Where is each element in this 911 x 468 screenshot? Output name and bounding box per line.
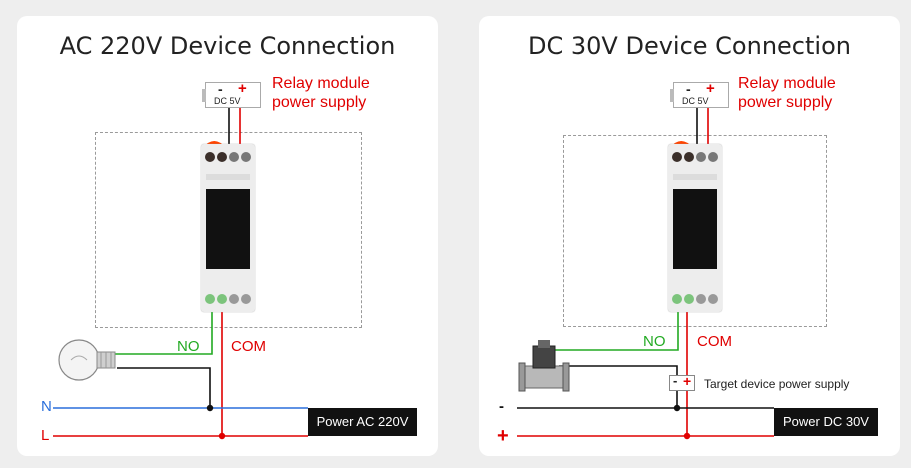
minus-label: - — [499, 398, 504, 415]
light-bulb-icon — [58, 339, 116, 381]
no-label: NO — [643, 333, 666, 350]
com-label: COM — [231, 338, 266, 355]
n-label: N — [41, 398, 52, 415]
psu-minus-sign: - — [218, 81, 223, 97]
terminal-top-2 — [217, 152, 227, 162]
plus-junction — [683, 432, 691, 440]
module-rail-clip-top — [673, 174, 717, 180]
module-front-panel — [673, 189, 717, 269]
ac-connection-panel: AC 220V Device Connection - + — [17, 16, 438, 456]
dc-5v-power-supply: - + DC 5V — [202, 80, 261, 108]
terminal-bottom-3 — [696, 294, 706, 304]
psu-minus-sign: - — [686, 81, 691, 97]
no-label: NO — [177, 338, 200, 355]
solenoid-valve-icon — [518, 340, 570, 392]
relay-module — [201, 144, 255, 312]
power-source-box: Power AC 220V — [308, 408, 417, 436]
l-label: L — [41, 427, 50, 444]
minus-junction — [673, 404, 681, 412]
terminal-top-4 — [708, 152, 718, 162]
no-wire — [106, 306, 213, 364]
target-plus-sign: + — [683, 373, 692, 389]
psu-plus-sign: + — [706, 80, 715, 97]
relay-module — [668, 144, 722, 312]
terminal-bottom-4 — [708, 294, 718, 304]
device-return-wire — [559, 365, 678, 408]
terminal-bottom-1 — [672, 294, 682, 304]
terminal-top-2 — [684, 152, 694, 162]
plus-label: + — [497, 425, 509, 447]
relay-supply-line-2: power supply — [272, 94, 367, 111]
module-rail-clip-top — [206, 174, 250, 180]
psu-label: DC 5V — [214, 96, 241, 106]
psu-cap — [202, 89, 206, 102]
dc-5v-power-supply: - + DC 5V — [670, 80, 729, 108]
terminal-bottom-4 — [241, 294, 251, 304]
relay-supply-label: Relay module power supply — [738, 74, 836, 112]
relay-supply-line-2: power supply — [738, 94, 833, 111]
n-junction — [206, 404, 214, 412]
power-source-box: Power DC 30V — [774, 408, 878, 436]
lamp-return-wire — [117, 367, 211, 408]
terminal-bottom-1 — [205, 294, 215, 304]
relay-supply-label: Relay module power supply — [272, 74, 370, 112]
relay-supply-line-1: Relay module — [272, 75, 370, 92]
target-device-power-supply: - + — [669, 373, 695, 391]
terminal-top-3 — [229, 152, 239, 162]
l-junction — [218, 432, 226, 440]
target-minus-sign: - — [673, 373, 678, 388]
psu-cap — [670, 89, 674, 102]
terminal-bottom-2 — [684, 294, 694, 304]
relay-supply-line-1: Relay module — [738, 75, 836, 92]
terminal-top-1 — [205, 152, 215, 162]
module-front-panel — [206, 189, 250, 269]
wiring-diagram — [517, 108, 774, 440]
terminal-bottom-3 — [229, 294, 239, 304]
panel-title: AC 220V Device Connection — [59, 32, 396, 60]
com-label: COM — [697, 333, 732, 350]
module-area-outline — [563, 135, 827, 327]
dc-connection-panel: DC 30V Device Connection - + DC 5V Relay… — [479, 16, 900, 456]
panel-title: DC 30V Device Connection — [528, 32, 851, 60]
terminal-top-3 — [696, 152, 706, 162]
terminal-top-4 — [241, 152, 251, 162]
psu-label: DC 5V — [682, 96, 709, 106]
terminal-top-1 — [672, 152, 682, 162]
psu-plus-sign: + — [238, 80, 247, 97]
target-supply-label: Target device power supply — [704, 377, 850, 391]
terminal-bottom-2 — [217, 294, 227, 304]
